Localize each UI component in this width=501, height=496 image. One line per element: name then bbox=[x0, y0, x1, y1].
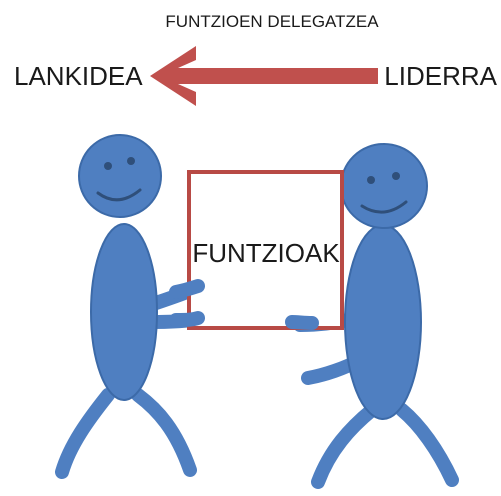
hands bbox=[169, 279, 319, 330]
right-label: LIDERRA bbox=[384, 61, 497, 91]
left-person bbox=[55, 134, 199, 479]
functions-box: FUNTZIOAK bbox=[187, 170, 344, 330]
left-label: LANKIDEA bbox=[14, 61, 143, 91]
diagram-title: FUNTZIOEN DELEGATZEA bbox=[165, 12, 379, 31]
delegation-arrow bbox=[150, 46, 378, 106]
box-label: FUNTZIOAK bbox=[192, 238, 340, 268]
